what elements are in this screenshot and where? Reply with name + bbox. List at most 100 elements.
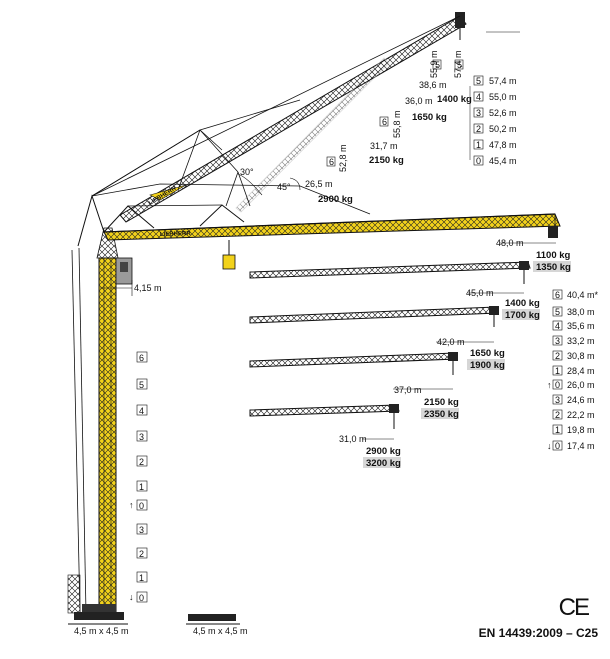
luffing-load-3: 2150 kg xyxy=(369,155,404,166)
standard-label: EN 14439:2009 – C25 xyxy=(478,626,598,640)
tower-section-legend: 6 5 4 3 2 1 ↑ 0 3 2 1 ↓ 0 xyxy=(129,351,148,603)
jib-load-37-2: 2350 kg xyxy=(424,409,459,420)
svg-text:24,6 m: 24,6 m xyxy=(567,395,595,405)
tower xyxy=(67,227,240,625)
jib-load-37-1: 2150 kg xyxy=(424,397,459,408)
luffing-hook-2: 55,9 m xyxy=(429,50,439,78)
svg-text:6: 6 xyxy=(555,290,560,300)
jib-load-31-2: 3200 kg xyxy=(366,458,401,469)
svg-text:1: 1 xyxy=(476,140,481,150)
svg-text:5: 5 xyxy=(139,380,144,390)
svg-text:1: 1 xyxy=(555,366,560,376)
luffing-load-2: 1650 kg xyxy=(412,112,447,123)
svg-text:1: 1 xyxy=(555,425,560,435)
svg-text:45,4 m: 45,4 m xyxy=(489,156,517,166)
svg-text:4: 4 xyxy=(139,406,144,416)
svg-text:↓: ↓ xyxy=(129,592,134,602)
svg-text:3: 3 xyxy=(555,336,560,346)
svg-text:3: 3 xyxy=(476,108,481,118)
jib-radius-37: 37,0 m xyxy=(394,385,422,395)
svg-text:1: 1 xyxy=(139,573,144,583)
luffing-hook-4: 52,8 m xyxy=(338,144,348,172)
luffing-jib xyxy=(77,12,467,247)
svg-text:55,0 m: 55,0 m xyxy=(489,92,517,102)
svg-text:5: 5 xyxy=(555,307,560,317)
svg-text:3: 3 xyxy=(139,432,144,442)
jib-radius-42: 42,0 m xyxy=(437,337,465,347)
luffing-load-1: 1400 kg xyxy=(437,94,472,105)
svg-text:↑: ↑ xyxy=(129,500,134,510)
svg-text:5: 5 xyxy=(476,76,481,86)
brand-label-jib: LIEBHERR xyxy=(160,231,192,238)
jib-radius-45: 45,0 m xyxy=(466,288,494,298)
svg-text:26,0 m: 26,0 m xyxy=(567,380,595,390)
jib-radius-31: 31,0 m xyxy=(339,434,367,444)
main-jib xyxy=(103,204,561,270)
svg-text:↓: ↓ xyxy=(547,441,552,451)
jib-load-42-1: 1650 kg xyxy=(470,348,505,359)
svg-text:6: 6 xyxy=(382,117,387,127)
svg-text:↑: ↑ xyxy=(547,380,552,390)
svg-text:3: 3 xyxy=(555,395,560,405)
angle-45: 45° xyxy=(277,182,291,192)
base-right-label: 4,5 m x 4,5 m xyxy=(193,626,248,636)
svg-text:19,8 m: 19,8 m xyxy=(567,425,595,435)
svg-text:2: 2 xyxy=(139,457,144,467)
svg-text:1: 1 xyxy=(139,482,144,492)
svg-text:52,6 m: 52,6 m xyxy=(489,108,517,118)
jib-radius-48: 48,0 m xyxy=(496,238,524,248)
svg-text:22,2 m: 22,2 m xyxy=(567,410,595,420)
luffing-radius-2: 36,0 m xyxy=(405,96,433,106)
svg-text:2: 2 xyxy=(555,351,560,361)
jib-load-45-2: 1700 kg xyxy=(505,310,540,321)
jib-load-42-2: 1900 kg xyxy=(470,360,505,371)
angle-30: 30° xyxy=(240,167,254,177)
luffing-radius-3: 31,7 m xyxy=(370,141,398,151)
luffing-hook-3: 55,8 m xyxy=(392,110,402,138)
svg-text:6: 6 xyxy=(329,157,334,167)
luffing-boxes: 5 5 6 6 xyxy=(326,59,464,167)
luffing-height-table: 5 57,4 m 4 55,0 m 3 52,6 m 2 50,2 m 1 47… xyxy=(473,75,517,166)
luffing-load-5: 2900 kg xyxy=(318,194,353,205)
svg-text:28,4 m: 28,4 m xyxy=(567,366,595,376)
svg-text:2: 2 xyxy=(476,124,481,134)
svg-text:5: 5 xyxy=(435,60,440,70)
ce-mark: CE xyxy=(558,594,590,621)
svg-text:3: 3 xyxy=(139,525,144,535)
svg-text:0: 0 xyxy=(139,593,144,603)
svg-text:0: 0 xyxy=(555,380,560,390)
jib-labels: 48,0 m 1100 kg 1350 kg 45,0 m 1400 kg 17… xyxy=(339,238,571,469)
alternate-jibs xyxy=(249,261,531,429)
luffing-radius-1: 38,6 m xyxy=(419,80,447,90)
svg-text:5: 5 xyxy=(457,60,462,70)
svg-text:6: 6 xyxy=(139,353,144,363)
height-table: 6 40,4 m* 5 38,0 m 4 35,6 m 3 33,2 m 2 3… xyxy=(547,289,599,451)
jib-load-31-1: 2900 kg xyxy=(366,446,401,457)
svg-text:50,2 m: 50,2 m xyxy=(489,124,517,134)
base-left-label: 4,5 m x 4,5 m xyxy=(74,626,129,636)
svg-text:2: 2 xyxy=(139,549,144,559)
jib-load-45-1: 1400 kg xyxy=(505,298,540,309)
dimension-lines xyxy=(362,31,556,440)
svg-text:40,4 m*: 40,4 m* xyxy=(567,290,599,300)
svg-text:0: 0 xyxy=(555,441,560,451)
svg-text:0: 0 xyxy=(139,501,144,511)
svg-text:2: 2 xyxy=(555,410,560,420)
luffing-radius-4: 26,5 m xyxy=(305,179,333,189)
svg-text:38,0 m: 38,0 m xyxy=(567,307,595,317)
svg-text:33,2 m: 33,2 m xyxy=(567,336,595,346)
svg-text:47,8 m: 47,8 m xyxy=(489,140,517,150)
svg-text:35,6 m: 35,6 m xyxy=(567,321,595,331)
svg-text:30,8 m: 30,8 m xyxy=(567,351,595,361)
svg-text:0: 0 xyxy=(476,156,481,166)
svg-text:17,4 m: 17,4 m xyxy=(567,441,595,451)
offset-label: 4,15 m xyxy=(134,283,162,293)
svg-text:4: 4 xyxy=(476,92,481,102)
svg-text:57,4 m: 57,4 m xyxy=(489,76,517,86)
jib-load-48-1: 1100 kg xyxy=(536,250,571,261)
svg-text:4: 4 xyxy=(555,321,560,331)
luffing-hook-1: 57,4 m xyxy=(453,50,463,78)
jib-load-48-2: 1350 kg xyxy=(536,262,571,273)
